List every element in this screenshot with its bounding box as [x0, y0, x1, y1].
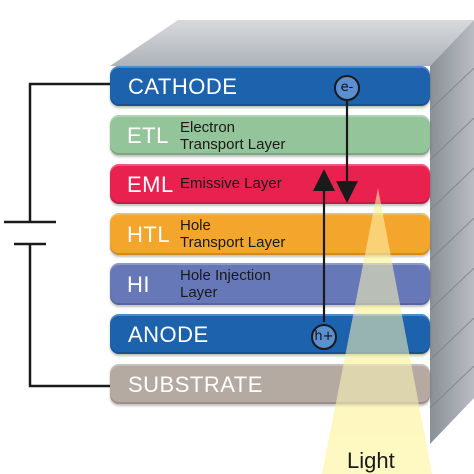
stack-side-face — [430, 20, 474, 444]
etl-desc-line1: Electron — [180, 119, 236, 136]
cathode-layer: CATHODE — [110, 66, 430, 106]
eml-desc-line1: Emissive Layer — [180, 175, 282, 192]
cathode-label: CATHODE — [128, 74, 238, 99]
eml-abbr: EML — [127, 172, 174, 197]
htl-desc-line1: Hole — [180, 217, 211, 234]
anode-label: ANODE — [128, 322, 209, 347]
etl-desc-line2: Transport Layer — [180, 136, 286, 153]
hi-desc-line1: Hole Injection — [180, 267, 271, 284]
substrate-label: SUBSTRATE — [128, 372, 263, 397]
light-label: Light — [347, 448, 395, 473]
hi-abbr: HI — [127, 272, 150, 297]
etl-abbr: ETL — [127, 123, 169, 148]
hole-badge: h+ — [311, 324, 337, 350]
htl-desc-line2: Transport Layer — [180, 234, 286, 251]
hi-desc-line2: Layer — [180, 284, 218, 301]
stack-top-face — [110, 20, 474, 66]
etl-layer: ETL Electron Transport Layer — [110, 115, 430, 155]
circuit-wires — [28, 82, 110, 388]
electron-badge: e- — [334, 75, 360, 101]
htl-abbr: HTL — [127, 222, 171, 247]
